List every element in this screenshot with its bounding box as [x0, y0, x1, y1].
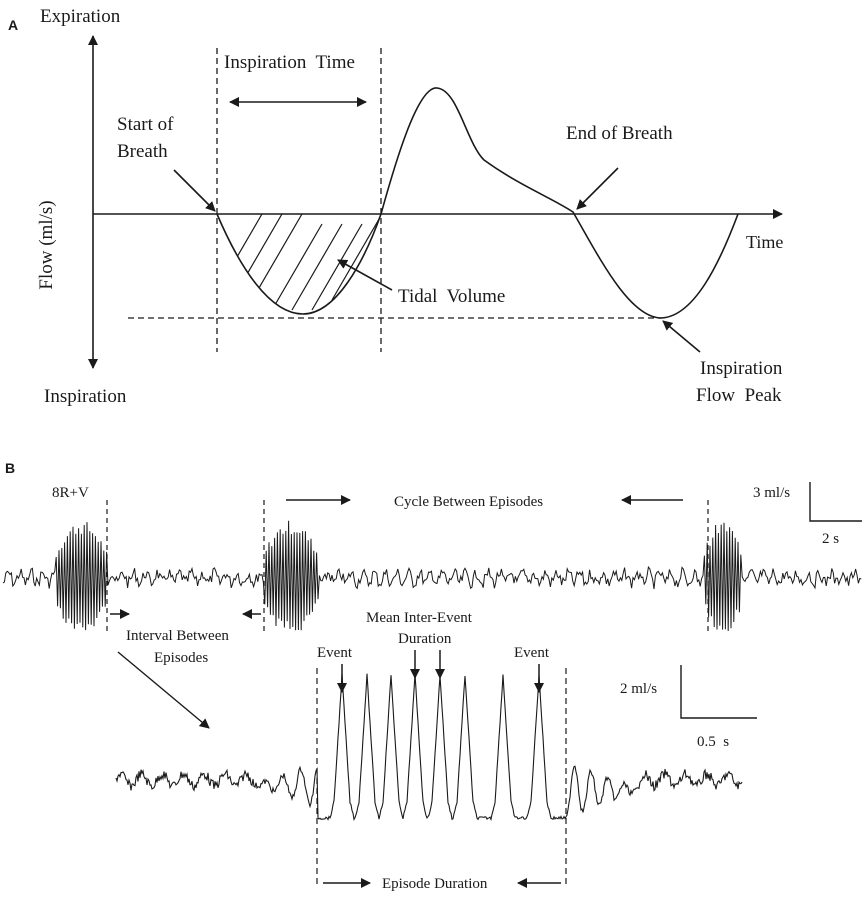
interval-between-episodes-label-2: Episodes	[154, 650, 208, 666]
bottom-scale-bar: 2 ml/s 0.5 s	[620, 665, 757, 750]
end-of-breath-label: End of Breath	[566, 123, 673, 144]
start-of-breath-label-2: Breath	[117, 141, 168, 162]
top-scale-bar: 3 ml/s 2 s	[753, 482, 862, 547]
inspiration-label: Inspiration	[44, 386, 127, 407]
end-of-breath-arrow	[576, 167, 619, 210]
bottom-flow-trace	[115, 673, 743, 822]
top-scale-flow: 3 ml/s	[753, 485, 790, 501]
event-label-right: Event	[514, 645, 550, 661]
interval-between-episodes-label-1: Interval Between	[126, 628, 229, 644]
mean-inter-event-label-2: Duration	[398, 631, 452, 647]
mean-inter-event-label-1: Mean Inter-Event	[366, 610, 473, 626]
zoom-arrow	[117, 651, 210, 729]
tidal-volume-label: Tidal Volume	[398, 286, 505, 307]
bottom-scale-time: 0.5 s	[697, 734, 729, 750]
expiration-label: Expiration	[40, 6, 121, 27]
flow-axis-label: Flow (ml/s)	[36, 200, 57, 289]
episode-duration-label: Episode Duration	[382, 876, 488, 892]
panel-b: B 8R+V Cycle Between Episodes Interval B…	[2, 460, 862, 892]
inspiration-flow-peak-label-1: Inspiration	[700, 358, 783, 379]
inspiration-time-label: Inspiration Time	[224, 52, 355, 73]
cycle-between-episodes-label: Cycle Between Episodes	[394, 494, 543, 510]
tidal-volume-arrow	[337, 259, 393, 291]
event-label-left: Event	[317, 645, 353, 661]
tidal-volume-hatch	[217, 214, 381, 311]
panel-b-label: B	[5, 460, 15, 476]
inspiration-flow-peak-arrow	[662, 320, 701, 353]
time-axis-label: Time	[746, 232, 783, 252]
stim-label: 8R+V	[52, 485, 89, 501]
breath-waveform	[216, 87, 739, 319]
panel-a: A Expiration Inspiration Flow (ml/s) Tim…	[8, 6, 783, 407]
panel-a-label: A	[8, 17, 18, 33]
top-flow-trace	[2, 520, 862, 632]
start-of-breath-label-1: Start of	[117, 114, 174, 135]
inspiration-flow-peak-label-2: Flow Peak	[696, 385, 782, 406]
top-scale-time: 2 s	[822, 531, 839, 547]
bottom-scale-flow: 2 ml/s	[620, 681, 657, 697]
start-of-breath-arrow	[173, 169, 216, 212]
